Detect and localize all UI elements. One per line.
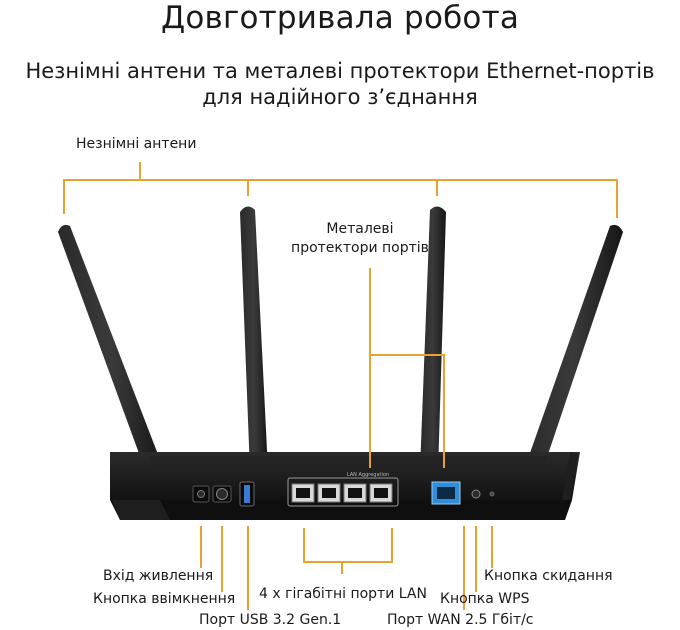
- power-button: [212, 485, 232, 503]
- label-usb-port: Порт USB 3.2 Gen.1: [199, 612, 342, 628]
- subtitle-line-2: для надійного з’єднання: [202, 85, 478, 109]
- lan-port-4: [369, 483, 393, 503]
- label-wan-port: Порт WAN 2.5 Гбіт/с: [387, 612, 534, 628]
- antenna-mid-right: [420, 206, 446, 472]
- label-lan-ports: 4 x гігабітні порти LAN: [259, 586, 427, 602]
- antenna-mid-left: [240, 206, 268, 472]
- label-port-protectors-line2: протектори портів: [291, 240, 429, 256]
- reset-button: [489, 491, 495, 497]
- callout-lines: [63, 162, 618, 610]
- lan-callout: [303, 528, 393, 563]
- label-wps-button: Кнопка WPS: [440, 591, 530, 607]
- subtitle-line-1: Незнімні антени та металеві протектори E…: [25, 59, 655, 83]
- label-power-input: Вхід живлення: [103, 568, 214, 584]
- wps-button: [471, 489, 481, 499]
- antenna-far-right: [524, 224, 623, 478]
- antenna-far-left: [58, 224, 164, 478]
- lan-port-2: [317, 483, 341, 503]
- power-input-port: [192, 485, 210, 503]
- page-title: Довготривала робота: [160, 0, 520, 36]
- label-port-protectors-line1: Металеві: [326, 221, 394, 237]
- label-power-button: Кнопка ввімкнення: [93, 591, 236, 607]
- lan-port-1: [291, 483, 315, 503]
- antenna-callout: [63, 179, 618, 218]
- router-body: LAN Aggregation: [110, 452, 580, 520]
- lan-aggregation-print: LAN Aggregation: [347, 472, 389, 478]
- lan-port-3: [343, 483, 367, 503]
- wan-port: [431, 481, 461, 505]
- usb-port: [239, 481, 255, 507]
- label-antennas: Незнімні антени: [76, 136, 197, 152]
- label-reset-button: Кнопка скидання: [484, 568, 613, 584]
